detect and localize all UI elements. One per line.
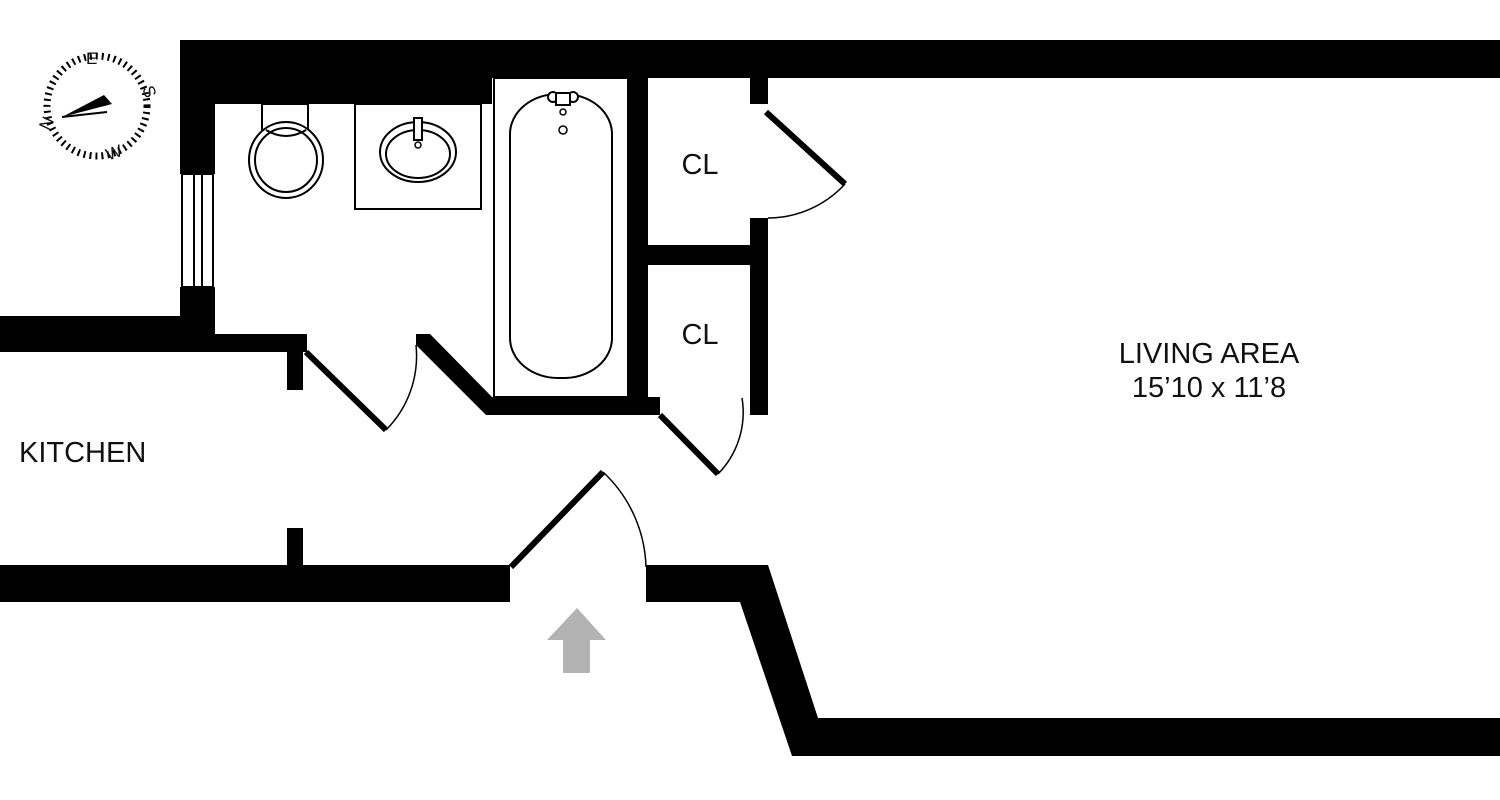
compass-letter-south: S: [138, 83, 160, 100]
compass-needle-icon: [62, 95, 112, 117]
room-dimensions-living: 15’10 x 11’8: [1132, 372, 1286, 404]
door-closet-upper-leaf: [763, 109, 848, 187]
door-closet-lower-swing: [717, 397, 744, 475]
door-entry-swing: [602, 471, 647, 568]
door-entry: [508, 469, 647, 570]
door-closet-upper: [763, 109, 848, 219]
bathtub-faucet-icon: [547, 91, 579, 135]
wall-closet-divider: [648, 245, 768, 265]
wall-closet-right-mid: [750, 218, 768, 265]
toilet: [248, 103, 324, 199]
compass: E S W N: [35, 49, 160, 164]
door-closet-lower-leaf: [657, 412, 721, 477]
wall-tub-right: [628, 78, 648, 415]
sink-vanity: [354, 103, 482, 210]
toilet-bowl-inner: [254, 127, 318, 193]
bathtub: [493, 77, 629, 398]
door-bathroom-swing: [385, 344, 418, 431]
wall-bath-bottom-left: [180, 334, 307, 352]
door-bathroom: [303, 344, 418, 433]
wall-closet-right-lower: [750, 265, 768, 415]
wall-bath-diagonal: [416, 334, 492, 415]
room-label-living: LIVING AREA: [1119, 338, 1300, 370]
sink-drain: [414, 141, 422, 149]
walls: [0, 40, 1500, 756]
wall-kitchen-top: [0, 316, 215, 352]
door-entry-leaf: [508, 469, 606, 570]
room-label-closet-lower: CL: [681, 319, 718, 351]
door-closet-upper-swing: [767, 183, 846, 219]
wall-bath-left-upper: [180, 78, 215, 174]
window-frame: [181, 173, 214, 288]
wall-closet-right-upper: [750, 78, 768, 104]
compass-letter-north: N: [35, 114, 57, 133]
wall-hall-stub-upper: [287, 334, 303, 390]
bathtub-inner: [509, 93, 613, 379]
room-label-kitchen: KITCHEN: [19, 437, 146, 469]
doors: [303, 109, 848, 570]
wall-top: [180, 40, 1500, 78]
wall-top-bath-ledge: [180, 78, 492, 104]
room-label-closet-upper: CL: [681, 149, 718, 181]
entry-arrow-icon: [547, 608, 606, 673]
wall-south-left: [0, 565, 510, 602]
wall-closet-bottom: [640, 397, 660, 415]
toilet-seat-line: [265, 129, 307, 137]
sink-faucet-icon: [413, 117, 423, 141]
wall-bath-bottom-right: [486, 397, 658, 415]
compass-letter-east: E: [86, 49, 97, 68]
wall-hall-stub-lower: [287, 528, 303, 568]
wall-living-angled: [740, 565, 818, 756]
compass-ring: [43, 52, 151, 160]
compass-letter-west: W: [103, 141, 125, 164]
door-closet-lower: [657, 397, 744, 477]
compass-needle-tail: [61, 111, 108, 118]
wall-living-bottom: [792, 718, 1500, 756]
door-bathroom-leaf: [303, 349, 389, 433]
window: [181, 173, 214, 288]
